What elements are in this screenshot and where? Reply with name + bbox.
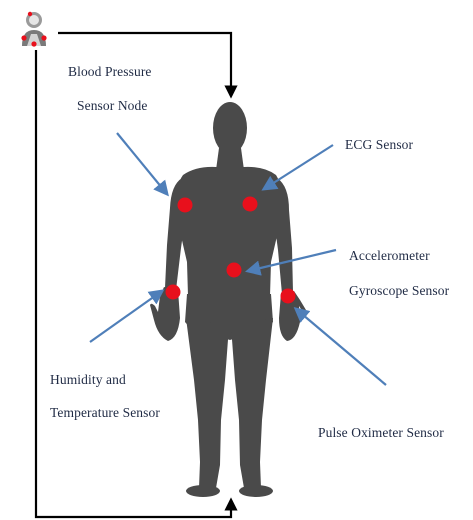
sensor-dot-ecg: [243, 197, 258, 212]
sensor-dot-accelerometer: [227, 263, 242, 278]
label-blood-pressure-line2: Sensor Node: [77, 98, 147, 114]
sensor-dot-pulse-oximeter: [281, 289, 296, 304]
label-accelerometer-line1: Accelerometer: [349, 248, 430, 264]
arrow-ecg: [264, 145, 333, 189]
right-leg: [231, 318, 273, 488]
label-accelerometer-line2: Gyroscope Sensor: [349, 283, 449, 299]
neck: [216, 148, 244, 170]
label-humidity-line2: Temperature Sensor: [50, 405, 160, 421]
torso: [177, 167, 282, 296]
left-foot: [186, 485, 220, 497]
arrow-blood-pressure: [117, 133, 167, 194]
sensor-dot-humidity: [166, 285, 181, 300]
head: [213, 102, 247, 154]
label-ecg: ECG Sensor: [345, 137, 413, 153]
right-foot: [239, 485, 273, 497]
user-with-sensors-icon: [21, 12, 46, 47]
label-pulse-oximeter: Pulse Oximeter Sensor: [318, 425, 444, 441]
arrow-humidity: [90, 291, 162, 342]
arrow-pulse-oximeter: [296, 309, 386, 385]
left-arm: [165, 178, 186, 290]
left-leg: [186, 318, 229, 488]
label-blood-pressure-line1: Blood Pressure: [68, 64, 152, 80]
label-humidity-line1: Humidity and: [50, 372, 126, 388]
sensor-dot-blood-pressure: [178, 198, 193, 213]
